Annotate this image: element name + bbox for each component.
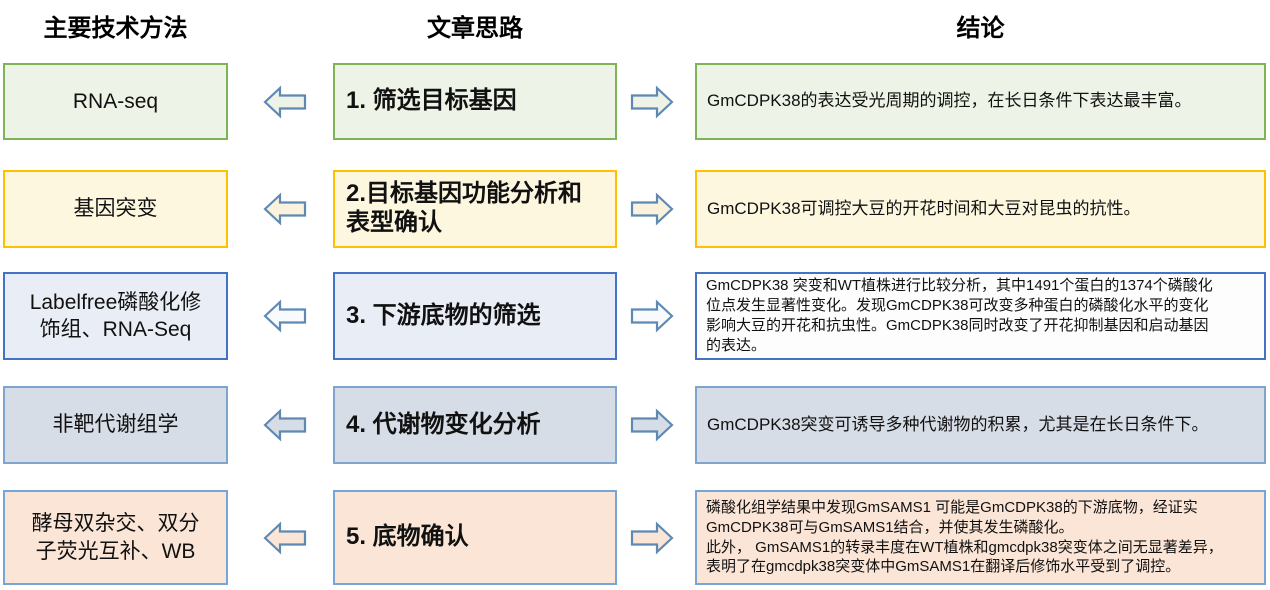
column-header-conclusion: 结论: [956, 15, 1005, 42]
diagram-row-3: Labelfree磷酸化修 饰组、RNA-Seq 3. 下游底物的筛选 GmCD…: [0, 272, 1270, 360]
left-arrow-icon: [263, 520, 307, 555]
left-arrow-icon: [263, 192, 307, 226]
diagram-row-5: 酵母双杂交、双分 子荧光互补、WB 5. 底物确认 磷酸化组学结果中发现GmSA…: [0, 490, 1270, 585]
step-box-5: 5. 底物确认: [333, 490, 617, 585]
column-header-methods: 主要技术方法: [43, 15, 188, 42]
right-arrow-icon: [630, 408, 674, 442]
diagram-row-2: 基因突变 2.目标基因功能分析和 表型确认 GmCDPK38可调控大豆的开花时间…: [0, 170, 1270, 248]
step-box-4: 4. 代谢物变化分析: [333, 386, 617, 464]
conclusion-box-4: GmCDPK38突变可诱导多种代谢物的积累，尤其是在长日条件下。: [695, 386, 1266, 464]
method-box-2: 基因突变: [3, 170, 228, 248]
method-box-3: Labelfree磷酸化修 饰组、RNA-Seq: [3, 272, 228, 360]
method-box-4: 非靶代谢组学: [3, 386, 228, 464]
step-box-3: 3. 下游底物的筛选: [333, 272, 617, 360]
right-arrow-icon: [630, 192, 674, 226]
conclusion-box-1: GmCDPK38的表达受光周期的调控，在长日条件下表达最丰富。: [695, 63, 1266, 140]
conclusion-box-2: GmCDPK38可调控大豆的开花时间和大豆对昆虫的抗性。: [695, 170, 1266, 248]
step-box-1: 1. 筛选目标基因: [333, 63, 617, 140]
left-arrow-icon: [263, 408, 307, 442]
right-arrow-icon: [630, 84, 674, 119]
diagram-row-4: 非靶代谢组学 4. 代谢物变化分析 GmCDPK38突变可诱导多种代谢物的积累，…: [0, 386, 1270, 464]
column-header-flow: 文章思路: [427, 15, 523, 42]
step-box-2: 2.目标基因功能分析和 表型确认: [333, 170, 617, 248]
right-arrow-icon: [630, 299, 674, 333]
right-arrow-icon: [630, 520, 674, 555]
conclusion-box-3: GmCDPK38 突变和WT植株进行比较分析，其中1491个蛋白的1374个磷酸…: [695, 272, 1266, 360]
method-box-1: RNA-seq: [3, 63, 228, 140]
left-arrow-icon: [263, 299, 307, 333]
conclusion-box-5: 磷酸化组学结果中发现GmSAMS1 可能是GmCDPK38的下游底物，经证实 G…: [695, 490, 1266, 585]
diagram-row-1: RNA-seq 1. 筛选目标基因 GmCDPK38的表达受光周期的调控，在长日…: [0, 63, 1270, 140]
left-arrow-icon: [263, 84, 307, 119]
method-box-5: 酵母双杂交、双分 子荧光互补、WB: [3, 490, 228, 585]
